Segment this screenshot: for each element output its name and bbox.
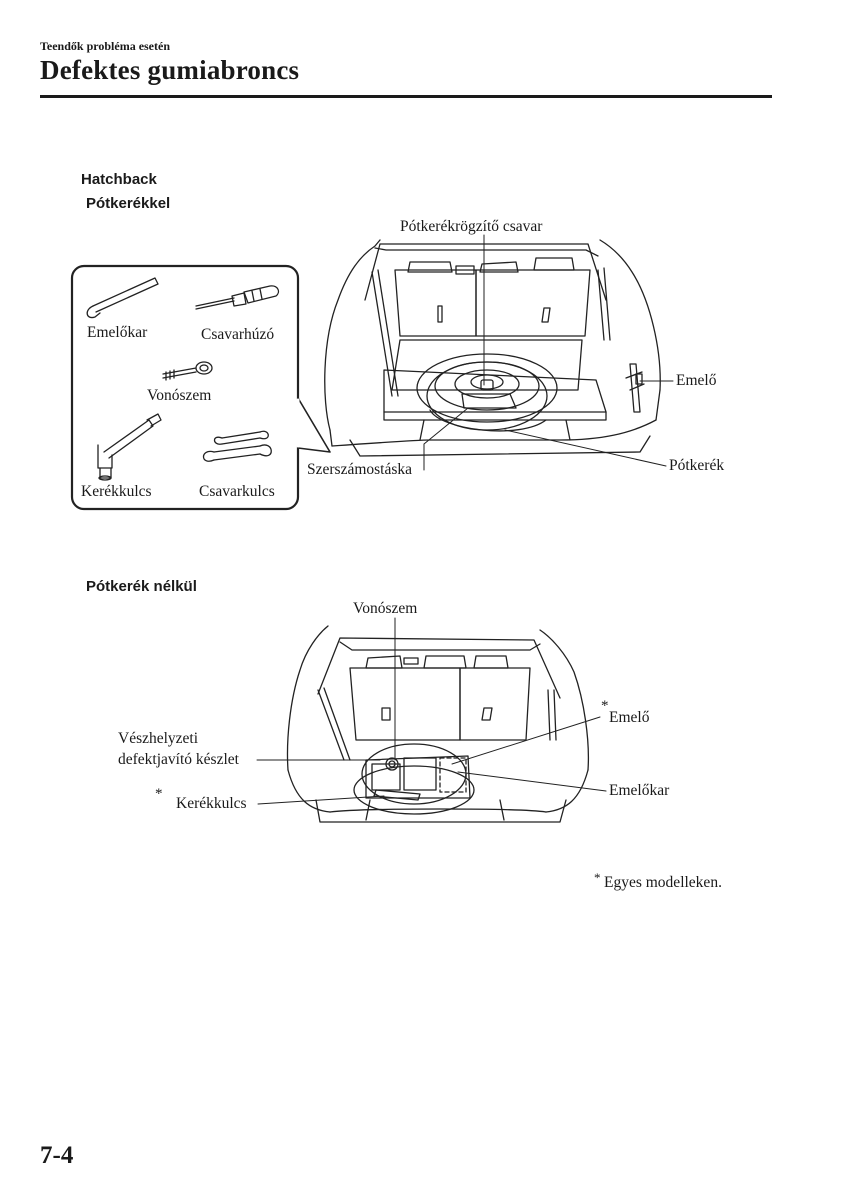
callout-hook-2: Vonószem [353,600,417,618]
callout-jack-2: Emelő [609,709,649,727]
footnote-marker: * [594,870,601,886]
spanners-icon [204,431,272,461]
callout-repair-kit-line1: Vészhelyzeti [118,730,198,748]
tool-label-screwdriver: Csavarhúzó [201,326,274,344]
section-heading-no-spare: Pótkerék nélkül [86,578,197,595]
callout-lug-wrench-2: Kerékkulcs [176,795,247,813]
tool-label-hook: Vonószem [147,387,211,405]
screwdriver-icon [196,286,278,309]
tool-label-spanner: Csavarkulcs [199,483,275,501]
callout-lever-2: Emelőkar [609,782,669,800]
callout-spare-bolt: Pótkerékrögzítő csavar [400,218,542,236]
asterisk-jack: * [601,698,609,715]
tool-label-lug-wrench: Kerékkulcs [81,483,152,501]
jack-lever-icon [87,278,158,318]
callout-tool-bag: Szerszámostáska [307,461,412,479]
tool-label-lever: Emelőkar [87,324,147,342]
towing-hook-icon [163,362,212,380]
asterisk-lug-wrench: * [155,786,163,803]
callout-jack: Emelő [676,372,716,390]
car-rear-with-spare [325,240,660,456]
lug-wrench-icon [98,414,161,480]
car-rear-without-spare [288,626,589,822]
callout-spare-tire: Pótkerék [669,457,724,475]
footnote-text: Egyes modelleken. [604,874,722,892]
page-number: 7-4 [40,1142,73,1170]
callout-repair-kit-line2: defektjavító készlet [118,751,239,769]
